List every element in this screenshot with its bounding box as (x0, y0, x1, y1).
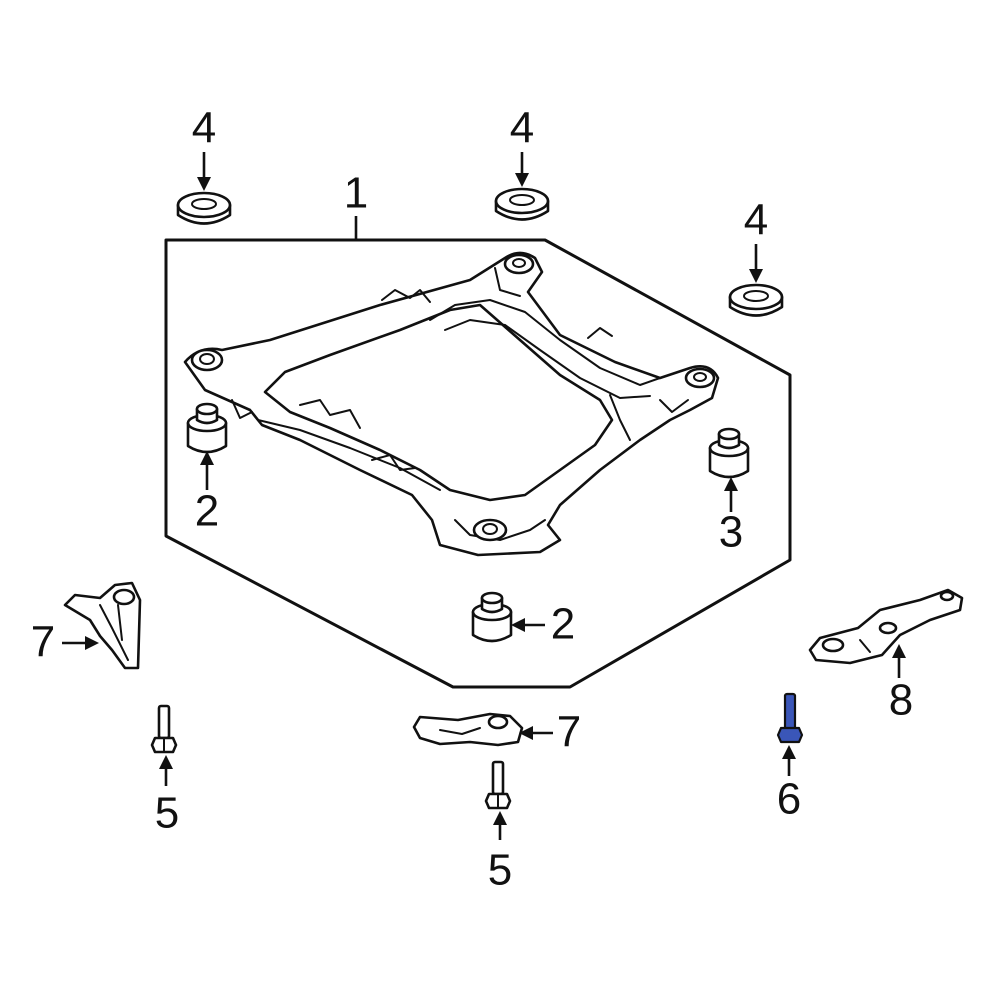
callout-6: 6 (777, 775, 801, 824)
callout-labels: 1 4 4 4 2 3 2 7 7 8 5 5 6 (31, 104, 913, 895)
washer-part-right[interactable] (728, 283, 784, 317)
callout-4-center: 4 (510, 104, 534, 153)
bolt-part-left[interactable] (150, 704, 178, 754)
callout-7-left: 7 (31, 618, 55, 667)
callout-1: 1 (344, 169, 368, 218)
subframe-part[interactable] (183, 251, 720, 557)
bushing-part-left[interactable] (186, 402, 228, 454)
bolt-part-highlighted[interactable] (776, 692, 804, 744)
washer-part-left[interactable] (176, 191, 232, 225)
callout-4-left: 4 (192, 104, 216, 153)
callout-2-bottom: 2 (551, 600, 575, 649)
washer-part-center[interactable] (494, 187, 550, 221)
assembly-outline (164, 216, 792, 689)
callout-5-left: 5 (155, 789, 179, 838)
leader-lines (62, 152, 906, 840)
bushing-part-right[interactable] (708, 427, 750, 479)
callout-8: 8 (889, 676, 913, 725)
callout-7-center: 7 (557, 708, 581, 757)
bolt-part-center[interactable] (484, 760, 512, 810)
bushing-part-bottom[interactable] (471, 591, 513, 643)
callout-2-left: 2 (195, 487, 219, 536)
callout-4-right: 4 (744, 196, 768, 245)
callout-3: 3 (719, 508, 743, 557)
bracket-part-right[interactable] (808, 588, 964, 665)
bracket-part-left[interactable] (63, 581, 142, 670)
callout-5-center: 5 (488, 846, 512, 895)
bracket-part-center[interactable] (412, 712, 524, 747)
